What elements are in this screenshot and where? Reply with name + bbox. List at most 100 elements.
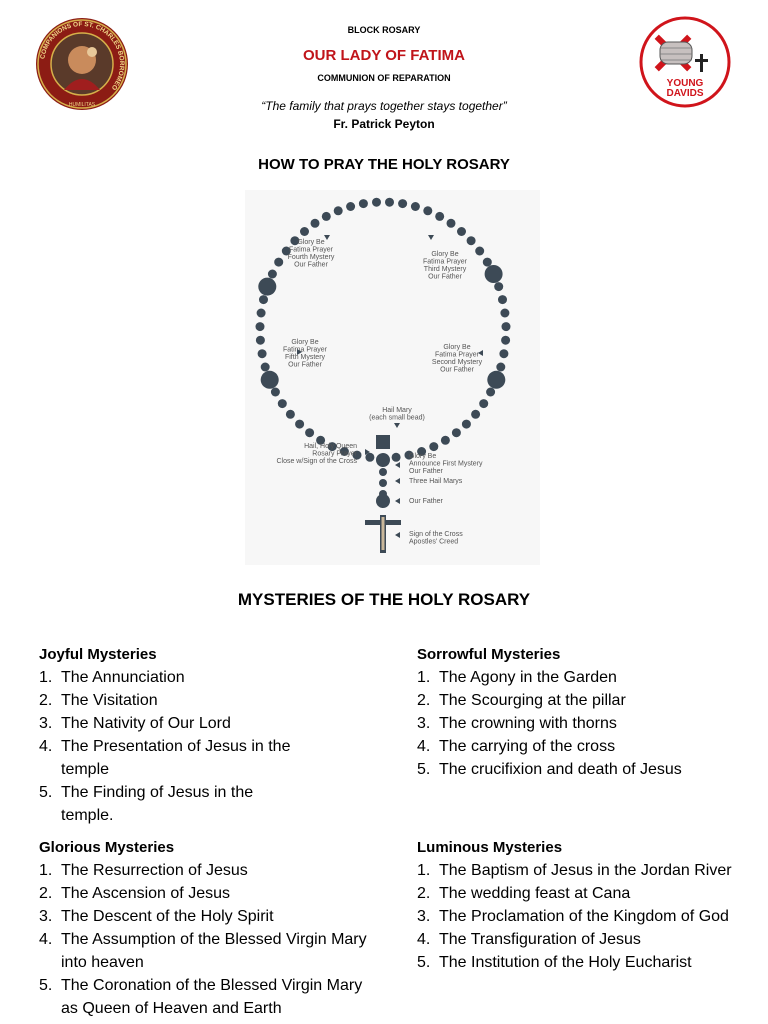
hail-mary-bead <box>365 452 375 462</box>
hail-mary-bead <box>333 206 343 216</box>
label-hail-holy-queen: Rosary Prayer <box>312 451 357 458</box>
arrow-icon <box>395 478 400 484</box>
list-item: 1.The Baptism of Jesus in the Jordan Riv… <box>417 862 732 879</box>
right-logo-line2: DAVIDS <box>666 88 703 99</box>
glorious-title: Glorious Mysteries <box>39 839 175 856</box>
label-third-decade: Fatima Prayer <box>423 259 468 266</box>
list-item: 1.The Resurrection of Jesus <box>39 862 248 879</box>
label-hail-holy-queen: Close w/Sign of the Cross <box>276 458 357 465</box>
label-second-decade: Second Mystery <box>432 359 483 366</box>
arrow-icon <box>428 235 434 240</box>
hail-mary-bead <box>385 197 394 207</box>
hail-mary-bead <box>260 362 270 372</box>
fist-cross-icon: YOUNG DAVIDS <box>639 16 731 108</box>
label-first-mystery: Glory Be <box>409 453 436 460</box>
hail-mary-bead <box>404 450 414 460</box>
pendant-bead <box>376 453 390 467</box>
hail-mary-bead <box>300 227 309 236</box>
hail-mary-bead <box>321 211 331 221</box>
label-first-mystery: Our Father <box>409 468 444 475</box>
arrow-icon <box>395 462 400 468</box>
hail-mary-bead <box>457 227 466 236</box>
pendant-bead <box>379 479 387 487</box>
left-logo-motto: HUMILITAS <box>69 102 96 108</box>
hail-mary-bead <box>479 399 489 409</box>
hail-mary-bead <box>429 442 439 452</box>
luminous-title: Luminous Mysteries <box>417 839 563 856</box>
hail-mary-bead <box>500 308 510 318</box>
hail-mary-bead <box>435 211 445 221</box>
label-sign-of-cross: Apostles' Creed <box>409 539 458 546</box>
hail-mary-bead <box>486 387 496 397</box>
label-second-decade: Fatima Prayer <box>435 352 480 359</box>
pendant-bead <box>379 468 387 476</box>
hail-mary-bead <box>290 236 300 246</box>
our-father-bead <box>487 370 506 389</box>
hail-mary-bead <box>346 202 356 211</box>
label-our-father: Our Father <box>409 498 444 505</box>
our-father-bead <box>484 265 503 283</box>
label-fifth-decade: Glory Be <box>291 339 318 346</box>
sorrowful-title: Sorrowful Mysteries <box>417 646 561 663</box>
label-hail-mary: (each small bead) <box>369 415 425 422</box>
list-item: 4.The Presentation of Jesus in the templ… <box>39 738 291 778</box>
st-charles-seal-icon: COMPANIONS OF ST. CHARLES BORROMEO HUMIL… <box>36 18 128 110</box>
label-hail-holy-queen: Hail, Holy Queen <box>304 443 357 450</box>
hail-mary-bead <box>391 452 401 462</box>
joyful-mysteries: Joyful Mysteries 1.The Annunciation 2.Th… <box>39 644 369 827</box>
list-item: 5.The crucifixion and death of Jesus <box>417 761 682 778</box>
hail-mary-bead <box>496 362 506 372</box>
our-father-bead <box>258 277 277 296</box>
hail-mary-bead <box>423 206 433 216</box>
hail-mary-bead <box>398 199 408 209</box>
list-item: 3.The Nativity of Our Lord <box>39 715 231 732</box>
arrow-icon <box>324 235 330 240</box>
hail-mary-bead <box>461 419 471 429</box>
glorious-mysteries: Glorious Mysteries 1.The Resurrection of… <box>39 837 369 1020</box>
hail-mary-bead <box>471 409 481 419</box>
sorrowful-mysteries: Sorrowful Mysteries 1.The Agony in the G… <box>417 644 762 781</box>
label-second-decade: Glory Be <box>443 344 470 351</box>
list-item: 2.The wedding feast at Cana <box>417 885 631 902</box>
hail-mary-bead <box>281 246 291 256</box>
hail-mary-bead <box>255 322 265 332</box>
hail-mary-bead <box>259 295 268 305</box>
hail-mary-bead <box>256 308 266 318</box>
list-item: 5.The Coronation of the Blessed Virgin M… <box>39 977 363 1017</box>
mysteries-heading: MYSTERIES OF THE HOLY ROSARY <box>237 590 531 609</box>
hail-mary-bead <box>285 409 295 419</box>
label-fifth-decade: Fifth Mystery <box>285 354 326 361</box>
list-item: 3.The crowning with thorns <box>417 715 617 732</box>
hail-mary-bead <box>358 199 368 209</box>
list-item: 5.The Institution of the Holy Eucharist <box>417 954 692 971</box>
hail-mary-bead <box>295 419 305 429</box>
list-item: 2.The Scourging at the pillar <box>417 692 626 709</box>
hail-mary-bead <box>410 202 420 211</box>
hail-mary-bead <box>316 435 326 445</box>
label-fourth-decade: Fourth Mystery <box>288 254 335 261</box>
label-three-hail-marys: Three Hail Marys <box>409 478 463 485</box>
list-item: 4.The Transfiguration of Jesus <box>417 931 641 948</box>
label-sign-of-cross: Sign of the Cross <box>409 531 463 538</box>
page-title: OUR LADY OF FATIMA <box>303 47 465 64</box>
label-second-decade: Our Father <box>440 367 475 374</box>
list-item: 4.The Assumption of the Blessed Virgin M… <box>39 931 367 971</box>
quote-author: Fr. Patrick Peyton <box>333 117 435 131</box>
hail-mary-bead <box>475 246 485 256</box>
hail-mary-bead <box>494 282 504 292</box>
hail-mary-bead <box>255 335 265 345</box>
list-item: 3.The Descent of the Holy Spirit <box>39 908 274 925</box>
hail-mary-bead <box>372 197 381 207</box>
hail-mary-bead <box>305 428 315 438</box>
quote: “The family that prays together stays to… <box>261 99 507 113</box>
right-logo-line1: YOUNG <box>667 78 704 89</box>
list-item: 1.The Agony in the Garden <box>417 669 617 686</box>
hail-mary-bead <box>446 218 456 228</box>
hail-mary-bead <box>352 450 362 460</box>
hail-mary-bead <box>451 428 461 438</box>
label-fifth-decade: Our Father <box>288 362 323 369</box>
hail-mary-bead <box>417 447 427 456</box>
luminous-mysteries: Luminous Mysteries 1.The Baptism of Jesu… <box>417 837 767 974</box>
label-hail-mary: Hail Mary <box>382 407 412 414</box>
